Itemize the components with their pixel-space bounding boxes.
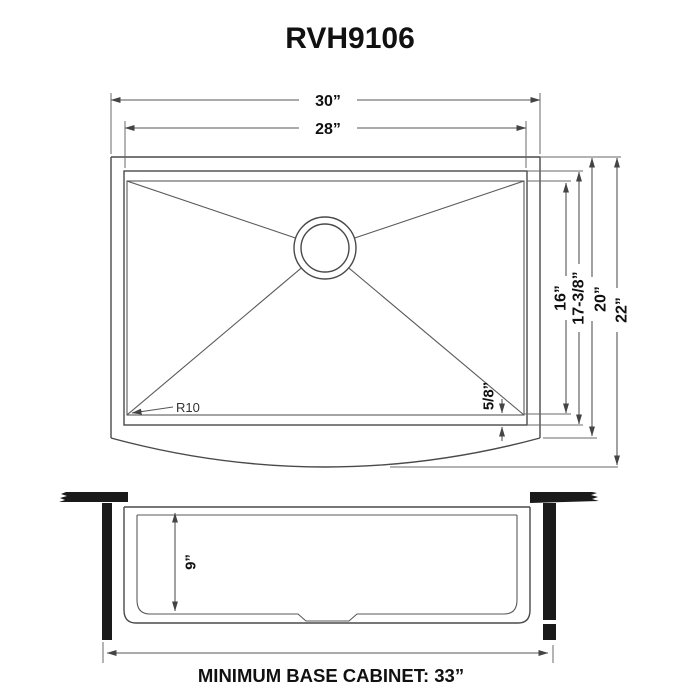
model-number-title: RVH9106	[285, 22, 415, 55]
minimum-base-cabinet-label: MINIMUM BASE CABINET: 33”	[198, 665, 464, 686]
cabinet-wall-right-lower	[543, 624, 556, 640]
cabinet-wall-left	[102, 503, 112, 640]
bowl-diagonal-top-right	[324, 180, 525, 249]
section-view-dimensions: 9” MINIMUM BASE CABINET: 33”	[102, 512, 554, 686]
dimension-label-group: 16”	[551, 276, 570, 320]
sink-inner-profile	[136, 515, 518, 622]
dimension-label-bowl-outer-depth: 17-3/8”	[571, 271, 588, 324]
dimension-label-rim-lip: 5/8”	[480, 382, 497, 410]
dimension-label-group: 22”	[612, 288, 631, 332]
label-mask	[299, 117, 357, 138]
dimension-label-bowl-width: 28”	[315, 121, 341, 138]
bowl-diagonal-top-left	[126, 180, 326, 249]
bowl-inner-rect	[126, 180, 525, 416]
sink-outer-profile	[123, 507, 531, 624]
drain-inner-circle	[300, 223, 350, 273]
bowl-diagonal-bottom-left	[126, 247, 326, 416]
dimension-label-flat-depth: 20”	[593, 286, 610, 312]
dimension-label-group: 9”	[182, 554, 199, 570]
dimension-label-group: 20”	[591, 277, 610, 321]
countertop-left	[59, 492, 128, 502]
bowl-outer-rect	[123, 170, 528, 426]
dimension-label-overall-width: 30”	[315, 93, 341, 110]
dimension-label-corner-radius: R10	[176, 400, 200, 415]
bowl-diagonal-bottom-right	[324, 247, 525, 416]
dimension-label-group: 17-3/8”	[569, 264, 588, 332]
drain-outer-circle	[293, 216, 357, 280]
label-mask	[299, 89, 357, 110]
dimension-label-bowl-inner-depth: 16”	[553, 285, 570, 311]
radius-leader-line	[131, 406, 174, 415]
top-view-dimensions: 30” 28” 16” 17-3/8” 20”	[110, 89, 631, 468]
countertop-right	[530, 492, 599, 503]
dimension-label-overall-depth: 22”	[614, 297, 631, 323]
dimension-label-bowl-depth: 9”	[182, 554, 199, 570]
dimension-label-group: 5/8”	[480, 382, 497, 410]
section-view	[59, 492, 599, 640]
cabinet-wall-right-upper	[543, 503, 556, 620]
apron-front-curve	[110, 437, 541, 468]
top-view	[110, 156, 541, 468]
